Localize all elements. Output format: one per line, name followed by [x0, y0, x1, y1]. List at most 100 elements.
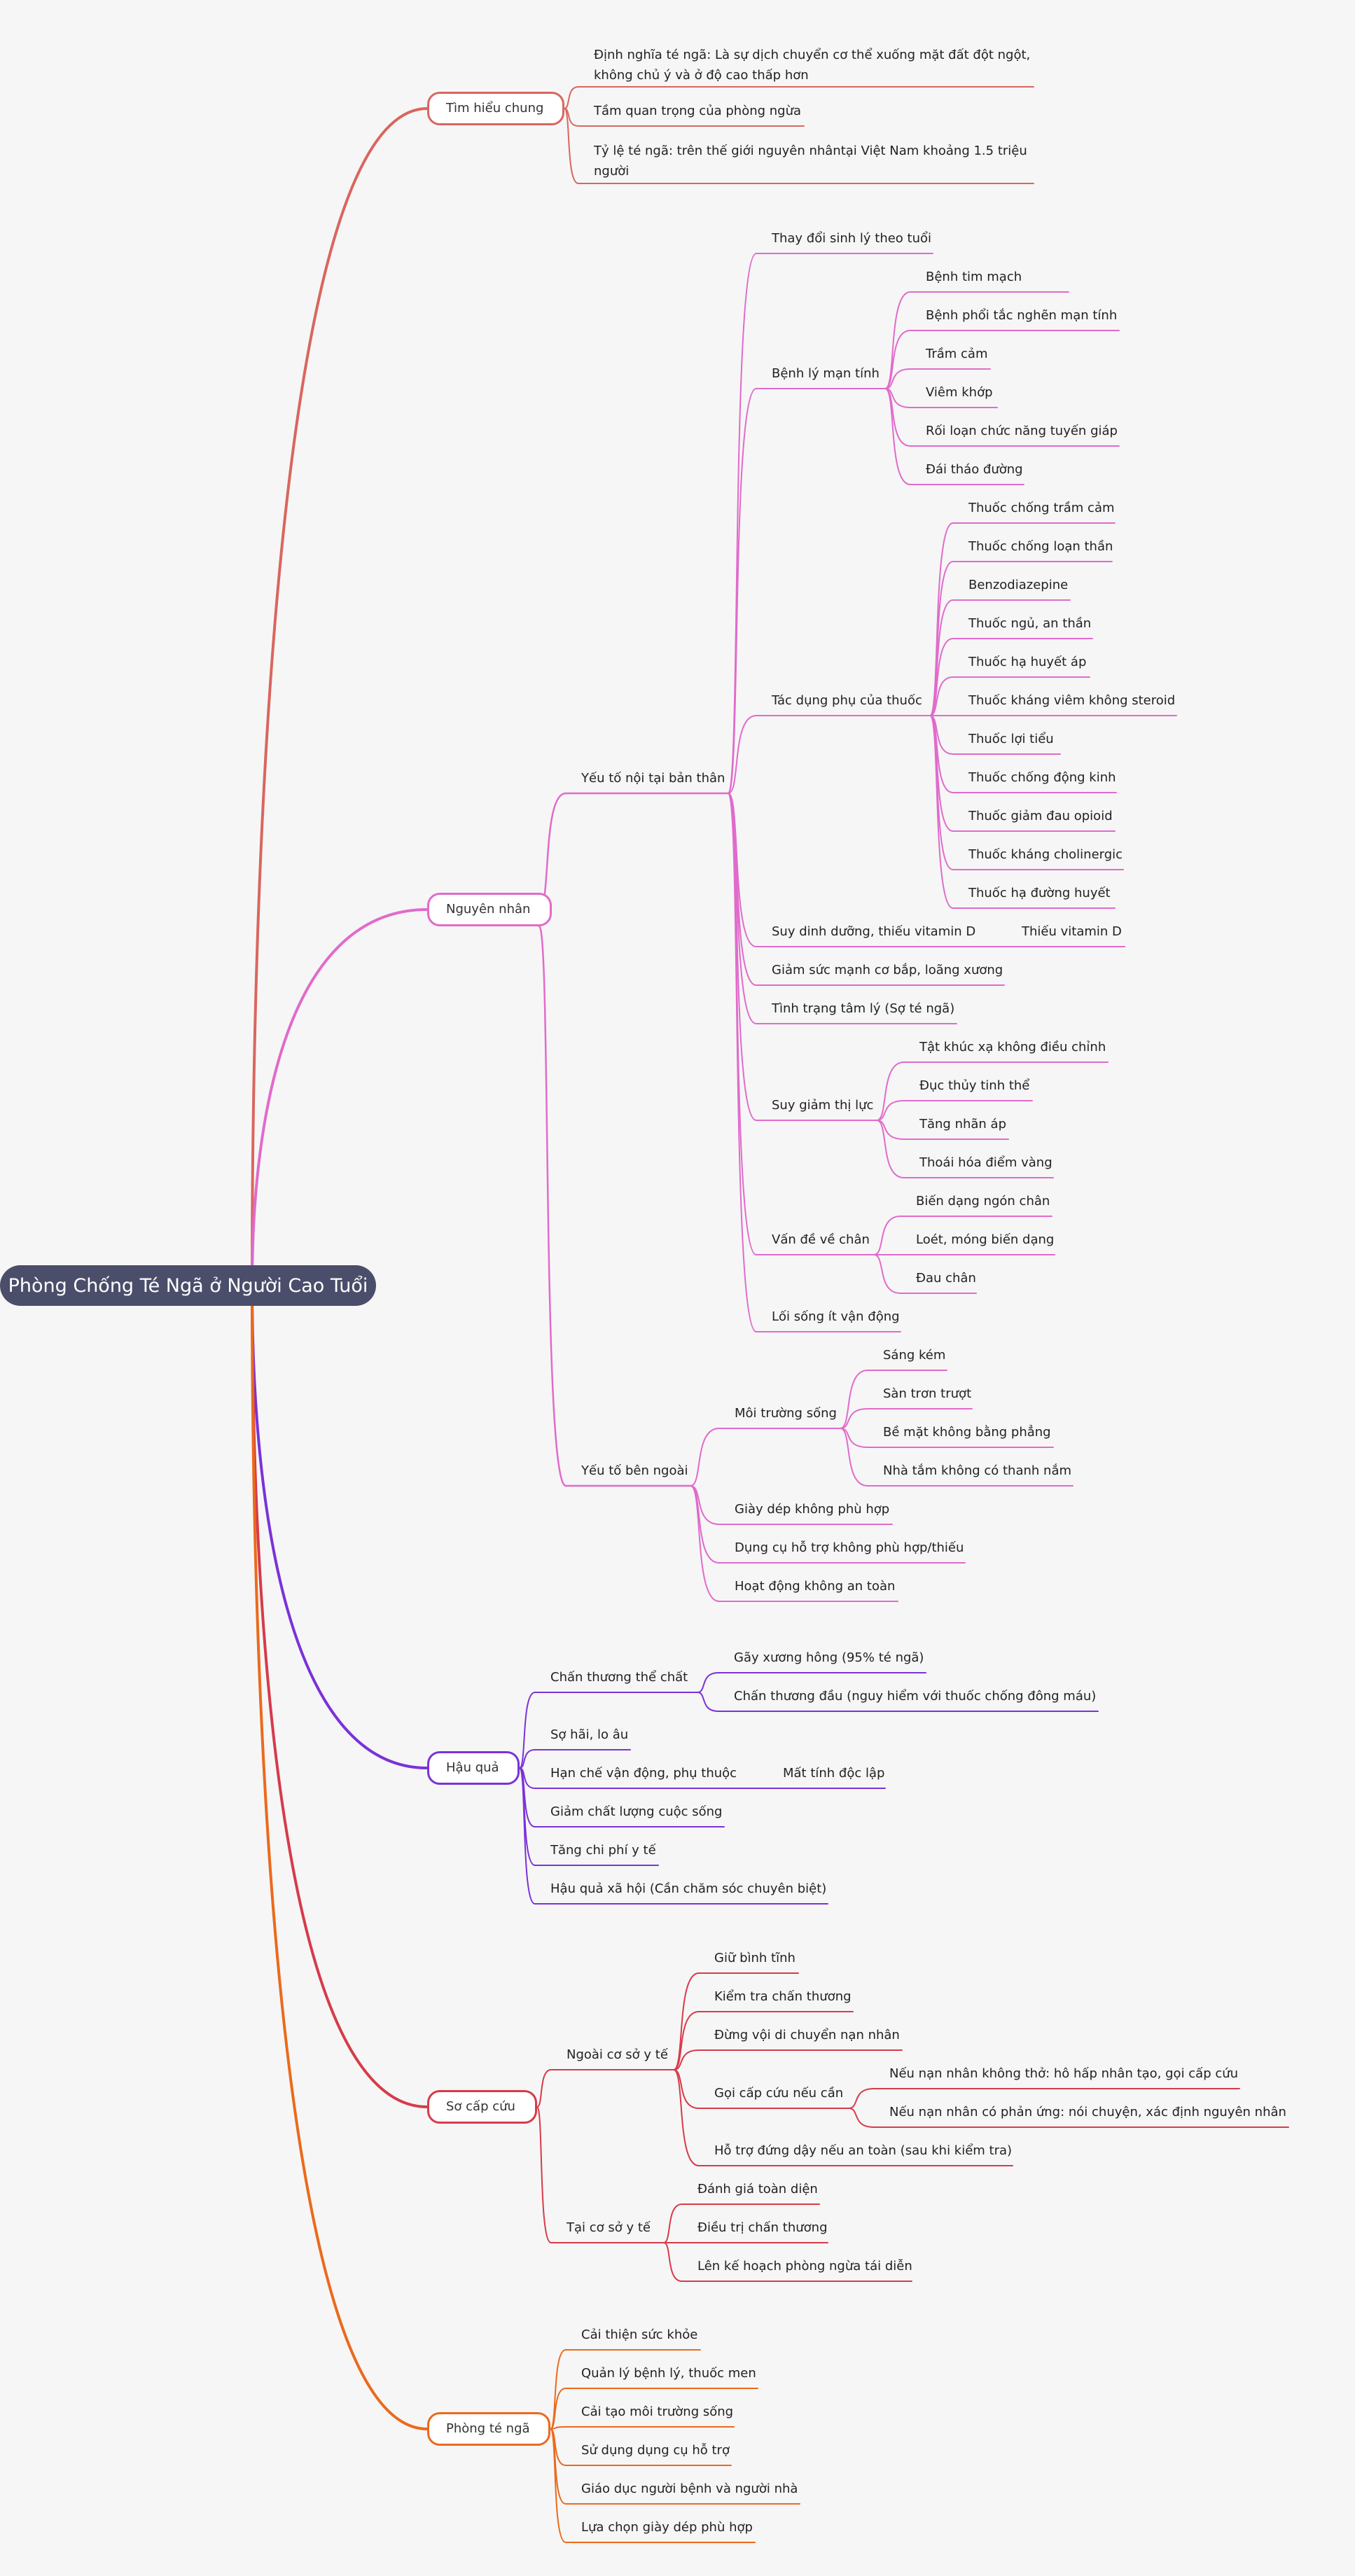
connector	[728, 253, 757, 794]
list-item[interactable]: Dụng cụ hỗ trợ không phù hợp/thiếu	[735, 1540, 964, 1555]
list-item[interactable]: Tăng chi phí y tế	[550, 1843, 656, 1858]
physical-injury[interactable]: Chấn thương thể chất	[550, 1670, 688, 1685]
connector	[673, 2069, 700, 2166]
sedentary-lifestyle[interactable]: Lối sống ít vận động	[772, 1309, 900, 1324]
list-item[interactable]: Thuốc hạ đường huyết	[968, 886, 1111, 900]
list-item[interactable]: Benzodiazepine	[968, 578, 1069, 592]
list-item[interactable]: Sử dụng dụng cụ hỗ trợ	[581, 2443, 730, 2458]
list-item[interactable]: Đừng vội di chuyển nạn nhân	[714, 2028, 900, 2042]
root-topic[interactable]: Phòng Chống Té Ngã ở Người Cao Tuổi	[0, 1265, 376, 1306]
list-item[interactable]: Nếu nạn nhân không thở: hô hấp nhân tạo,…	[889, 2066, 1239, 2081]
chronic-disease[interactable]: Bệnh lý mạn tính	[772, 366, 880, 381]
list-item[interactable]: Lên kế hoạch phòng ngừa tái diễn	[697, 2259, 912, 2274]
connector	[840, 1428, 868, 1448]
vitamin-d-deficiency[interactable]: Thiếu vitamin D	[1022, 924, 1122, 939]
connector	[728, 793, 757, 1121]
list-item[interactable]: Rối loạn chức năng tuyến giáp	[926, 424, 1118, 438]
foot-problems[interactable]: Vấn đề về chân	[772, 1232, 870, 1247]
list-item[interactable]: Đánh giá toàn diện	[697, 2182, 818, 2196]
list-item[interactable]: Trầm cảm	[926, 347, 988, 361]
list-item[interactable]: Thuốc lợi tiểu	[968, 732, 1054, 746]
main-branch-connector	[251, 1284, 429, 2108]
list-item[interactable]: Lựa chọn giày dép phù hợp	[581, 2520, 753, 2535]
connector	[929, 638, 954, 716]
connector	[929, 561, 954, 716]
list-item[interactable]: Sáng kém	[883, 1348, 946, 1363]
branch-nguyen-nhan[interactable]: Nguyên nhân	[427, 893, 552, 926]
list-item[interactable]: Thuốc kháng cholinergic	[968, 847, 1123, 862]
list-item[interactable]: Thuốc hạ huyết áp	[968, 655, 1087, 669]
list-item[interactable]: Thuốc chống trầm cảm	[968, 501, 1115, 515]
list-item[interactable]: Nếu nạn nhân có phản ứng: nói chuyện, xá…	[889, 2105, 1286, 2119]
branch-hau-qua[interactable]: Hậu quả	[427, 1751, 520, 1785]
list-item[interactable]: Thuốc giảm đau opioid	[968, 809, 1113, 823]
list-item[interactable]: Quản lý bệnh lý, thuốc men	[581, 2366, 756, 2381]
list-item[interactable]: Hậu quả xã hội (Cần chăm sóc chuyên biệt…	[550, 1881, 827, 1896]
main-branch-connector	[251, 908, 429, 1287]
living-environment[interactable]: Môi trường sống	[735, 1406, 837, 1421]
connector	[550, 2388, 567, 2430]
call-emergency[interactable]: Gọi cấp cứu nếu cần	[714, 2086, 844, 2101]
extrinsic-factors[interactable]: Yếu tố bên ngoài	[581, 1463, 688, 1478]
connector	[519, 1692, 536, 1769]
list-item[interactable]: Sàn trơn trượt	[883, 1386, 972, 1401]
help-stand-up[interactable]: Hỗ trợ đứng dậy nếu an toàn (sau khi kiể…	[714, 2143, 1013, 2158]
definition-item[interactable]: Định nghĩa té ngã: Là sự dịch chuyển cơ …	[594, 48, 1031, 83]
list-item[interactable]: Giữ bình tĩnh	[714, 1951, 795, 1965]
list-item[interactable]: Tật khúc xạ không điều chỉnh	[919, 1040, 1106, 1054]
intrinsic-factors[interactable]: Yếu tố nội tại bản thân	[581, 771, 725, 786]
list-item[interactable]: Cải thiện sức khỏe	[581, 2327, 698, 2342]
fear-anxiety[interactable]: Sợ hãi, lo âu	[550, 1727, 629, 1742]
list-item[interactable]: Gãy xương hông (95% té ngã)	[734, 1650, 924, 1665]
loss-of-independence[interactable]: Mất tính độc lập	[783, 1766, 885, 1781]
connector	[876, 1061, 905, 1121]
list-item[interactable]: Giày dép không phù hợp	[735, 1502, 890, 1517]
list-item[interactable]: Hoạt động không an toàn	[735, 1579, 896, 1594]
importance-item[interactable]: Tầm quan trọng của phòng ngừa	[594, 104, 802, 118]
connector	[929, 715, 954, 870]
main-branch-connector	[251, 107, 429, 1287]
list-item[interactable]: Viêm khớp	[926, 385, 993, 400]
at-facility[interactable]: Tại cơ sở y tế	[567, 2220, 651, 2235]
list-item[interactable]: Đau chân	[916, 1271, 976, 1286]
list-item[interactable]: Giáo dục người bệnh và người nhà	[581, 2481, 798, 2496]
branch-phong-te-nga[interactable]: Phòng té ngã	[427, 2412, 550, 2446]
connector	[728, 715, 757, 794]
list-item[interactable]: Đái tháo đường	[926, 462, 1023, 477]
outside-facility[interactable]: Ngoài cơ sở y tế	[567, 2047, 668, 2062]
drug-side-effects[interactable]: Tác dụng phụ của thuốc	[772, 693, 922, 708]
list-item[interactable]: Bệnh phổi tắc nghẽn mạn tính	[926, 308, 1118, 323]
connector	[673, 2011, 700, 2070]
list-item[interactable]: Kiểm tra chấn thương	[714, 1989, 852, 2004]
list-item[interactable]: Bề mặt không bằng phẳng	[883, 1425, 1051, 1440]
physiological-change[interactable]: Thay đổi sinh lý theo tuổi	[772, 231, 932, 246]
vision-impairment[interactable]: Suy giảm thị lực	[772, 1098, 874, 1113]
list-item[interactable]: Đục thủy tinh thể	[919, 1078, 1030, 1093]
connector	[929, 599, 954, 716]
list-item[interactable]: Thuốc chống loạn thần	[968, 539, 1113, 554]
list-item[interactable]: Cải tạo môi trường sống	[581, 2404, 734, 2419]
connector	[728, 388, 757, 794]
psychological-state[interactable]: Tình trạng tâm lý (Sợ té ngã)	[772, 1001, 955, 1016]
list-item[interactable]: Chấn thương đầu (nguy hiểm với thuốc chố…	[734, 1689, 1097, 1704]
list-item[interactable]: Điều trị chấn thương	[697, 2220, 828, 2235]
list-item[interactable]: Thoái hóa điểm vàng	[919, 1155, 1052, 1170]
rate-item[interactable]: Tỷ lệ té ngã: trên thế giới nguyên nhânt…	[594, 144, 1027, 179]
list-item[interactable]: Loét, móng biến dạng	[916, 1232, 1055, 1247]
list-item[interactable]: Thuốc kháng viêm không steroid	[968, 693, 1176, 708]
connector	[536, 2106, 552, 2243]
mobility-limitation[interactable]: Hạn chế vận động, phụ thuộc	[550, 1766, 737, 1781]
branch-so-cap-cuu[interactable]: Sơ cấp cứu	[427, 2090, 537, 2124]
list-item[interactable]: Thuốc chống động kinh	[968, 770, 1116, 785]
connector	[884, 291, 911, 389]
list-item[interactable]: Thuốc ngủ, an thần	[968, 616, 1092, 631]
connector	[884, 368, 911, 389]
list-item[interactable]: Tăng nhãn áp	[919, 1117, 1007, 1132]
malnutrition[interactable]: Suy dinh dưỡng, thiếu vitamin D	[772, 924, 976, 939]
list-item[interactable]: Giảm chất lượng cuộc sống	[550, 1804, 723, 1819]
branch-tim-hieu-chung[interactable]: Tìm hiểu chung	[427, 92, 564, 125]
list-item[interactable]: Bệnh tim mạch	[926, 270, 1022, 284]
muscle-weakness[interactable]: Giảm sức mạnh cơ bắp, loãng xương	[772, 963, 1003, 977]
list-item[interactable]: Biến dạng ngón chân	[916, 1194, 1050, 1209]
list-item[interactable]: Nhà tắm không có thanh nắm	[883, 1463, 1072, 1478]
